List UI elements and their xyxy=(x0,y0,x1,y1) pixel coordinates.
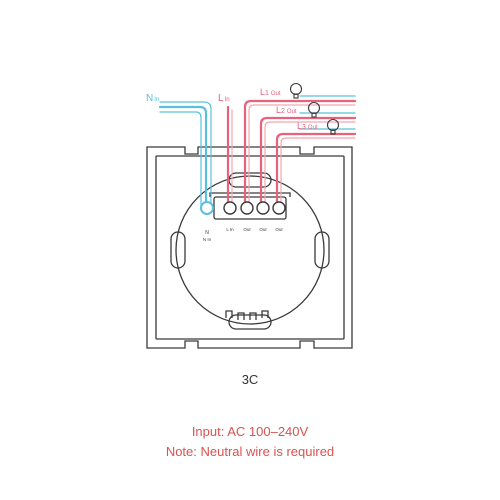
bulb-3-icon xyxy=(326,118,340,135)
model-label: 3C xyxy=(241,372,259,387)
neutral-wire xyxy=(158,105,208,210)
terminals xyxy=(200,201,286,215)
input-voltage-note: Input: AC 100–240V xyxy=(191,424,309,439)
bulb-1-icon xyxy=(289,82,303,99)
bulb-icons xyxy=(289,82,340,135)
l3-out-wire xyxy=(275,132,357,210)
switch-housing xyxy=(170,172,330,330)
wires xyxy=(158,95,357,210)
l2-out-wire xyxy=(259,116,357,210)
terminal-out3-label: Out xyxy=(275,227,283,232)
switch-plate xyxy=(146,146,353,349)
neutral-wire-note: Note: Neutral wire is required xyxy=(165,444,335,459)
terminal-live-label: L In xyxy=(226,227,234,232)
terminal-neutral-label: N In xyxy=(203,237,212,242)
terminal-out3 xyxy=(272,201,286,215)
terminal-live xyxy=(223,201,237,215)
live-in-label: LIn xyxy=(218,93,230,104)
neutral-in-label: NIn xyxy=(146,93,159,104)
terminal-out1 xyxy=(240,201,254,215)
terminal-neutral-symbol: N xyxy=(205,230,209,236)
terminal-out1-label: Out xyxy=(243,227,251,232)
terminal-neutral xyxy=(200,201,214,215)
l1-out-wire xyxy=(243,99,357,210)
bulb-2-icon xyxy=(307,101,321,118)
terminal-labels: N N In L In Out Out Out xyxy=(203,227,284,242)
terminal-out2-label: Out xyxy=(259,227,267,232)
terminal-out2 xyxy=(256,201,270,215)
